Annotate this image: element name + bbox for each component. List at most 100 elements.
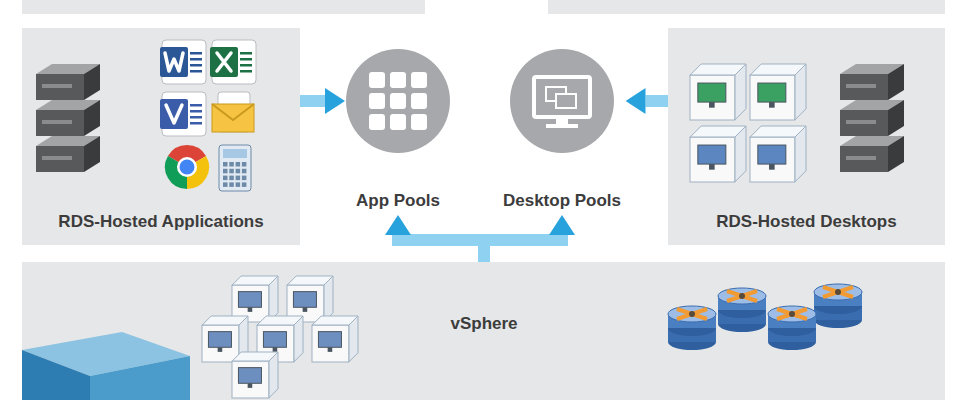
illustration-part bbox=[840, 74, 888, 100]
illustration-part bbox=[534, 77, 590, 117]
illustration-part bbox=[229, 162, 234, 167]
illustration-part bbox=[273, 347, 278, 352]
illustration-part bbox=[269, 276, 278, 322]
illustration-part bbox=[162, 92, 206, 136]
virtual-machine-icon bbox=[257, 316, 303, 362]
illustration-part bbox=[718, 302, 766, 318]
illustration-part bbox=[212, 40, 256, 84]
illustration-part bbox=[690, 75, 735, 120]
illustration-part bbox=[769, 102, 775, 108]
illustration-part bbox=[846, 84, 876, 88]
illustration-part bbox=[242, 162, 247, 167]
illustration-part bbox=[165, 53, 183, 71]
illustration-part bbox=[846, 120, 876, 124]
desktop-icon bbox=[534, 77, 590, 128]
illustration-part bbox=[390, 72, 406, 88]
illustration-part bbox=[210, 47, 238, 77]
illustration-part bbox=[238, 292, 261, 308]
illustration-part bbox=[840, 136, 904, 146]
circle-shape bbox=[509, 48, 615, 154]
server-stack bbox=[36, 64, 100, 172]
illustration-part bbox=[698, 145, 726, 164]
illustration-part bbox=[42, 84, 72, 88]
circle-fill bbox=[346, 49, 450, 153]
top-panel bbox=[22, 0, 425, 14]
illustration-part bbox=[36, 100, 100, 110]
illustration-part bbox=[84, 136, 100, 172]
illustration-part bbox=[768, 314, 816, 328]
illustration-part bbox=[556, 94, 576, 108]
flow-arrow bbox=[300, 95, 325, 107]
illustration-part bbox=[718, 296, 766, 310]
circle-shape bbox=[345, 48, 451, 154]
illustration-part bbox=[219, 145, 251, 191]
illustration-part bbox=[165, 156, 187, 189]
node-label: Desktop Pools bbox=[499, 191, 626, 211]
virtual-machine-icon bbox=[202, 316, 248, 362]
illustration-part bbox=[36, 146, 84, 172]
virtual-machine-icon bbox=[690, 64, 746, 120]
illustration-part bbox=[758, 145, 786, 164]
illustration-part bbox=[84, 100, 100, 136]
illustration-part bbox=[212, 104, 254, 120]
illustration-part bbox=[239, 316, 248, 362]
illustration-part bbox=[218, 347, 223, 352]
illustration-part bbox=[750, 126, 806, 137]
illustration-part bbox=[768, 306, 816, 322]
illustration-part bbox=[840, 110, 888, 136]
illustration-part bbox=[187, 156, 209, 189]
illustration-part bbox=[698, 83, 726, 102]
illustration-part bbox=[232, 361, 269, 398]
illustration-part bbox=[718, 316, 766, 332]
datastore-icon bbox=[814, 284, 862, 328]
illustration-part bbox=[202, 325, 239, 362]
virtual-machine-icon bbox=[232, 352, 278, 398]
flow-arrow bbox=[646, 95, 669, 107]
pool-circle: App Pools bbox=[345, 48, 451, 215]
illustration-part bbox=[390, 93, 406, 109]
illustration-part bbox=[840, 100, 904, 110]
illustration-part bbox=[84, 64, 100, 100]
illustration-part bbox=[22, 332, 190, 376]
illustration-part bbox=[814, 284, 862, 300]
illustration-part bbox=[324, 276, 333, 322]
illustration-part bbox=[232, 276, 278, 285]
flow-arrow bbox=[398, 235, 484, 262]
illustration-part bbox=[248, 307, 253, 312]
illustration-part bbox=[166, 105, 182, 123]
excel-icon bbox=[210, 40, 256, 84]
illustration-part bbox=[190, 58, 202, 61]
vmware-box bbox=[22, 332, 190, 400]
illustration-part bbox=[160, 47, 188, 77]
illustration-part bbox=[668, 334, 716, 350]
illustration-part bbox=[312, 316, 358, 325]
illustration-part bbox=[208, 332, 231, 348]
illustration-part bbox=[835, 289, 841, 295]
illustration-part bbox=[242, 176, 247, 181]
illustration-part bbox=[318, 332, 341, 348]
illustration-part bbox=[242, 169, 247, 174]
datastore-icon bbox=[668, 306, 716, 350]
illustration-part bbox=[411, 114, 427, 130]
illustration-part bbox=[218, 92, 250, 132]
illustration-part bbox=[162, 40, 206, 84]
illustration-part bbox=[814, 292, 862, 306]
virtual-machine-icon bbox=[232, 276, 278, 322]
chrome-icon bbox=[165, 145, 209, 189]
illustration-part bbox=[240, 52, 252, 55]
illustration-part bbox=[795, 126, 806, 182]
illustration-part bbox=[349, 316, 358, 362]
virtual-machine-icon bbox=[750, 64, 806, 120]
illustration-part bbox=[369, 114, 385, 130]
illustration-part bbox=[190, 52, 202, 55]
virtual-machine-icon bbox=[287, 276, 333, 322]
illustration-part bbox=[160, 99, 188, 129]
illustration-part bbox=[36, 136, 100, 146]
illustration-part bbox=[690, 64, 746, 75]
illustration-part bbox=[369, 72, 385, 88]
outlook-icon bbox=[212, 92, 254, 132]
illustration-part bbox=[369, 93, 385, 109]
illustration-part bbox=[677, 309, 707, 319]
virtual-machine-icon bbox=[750, 126, 806, 182]
